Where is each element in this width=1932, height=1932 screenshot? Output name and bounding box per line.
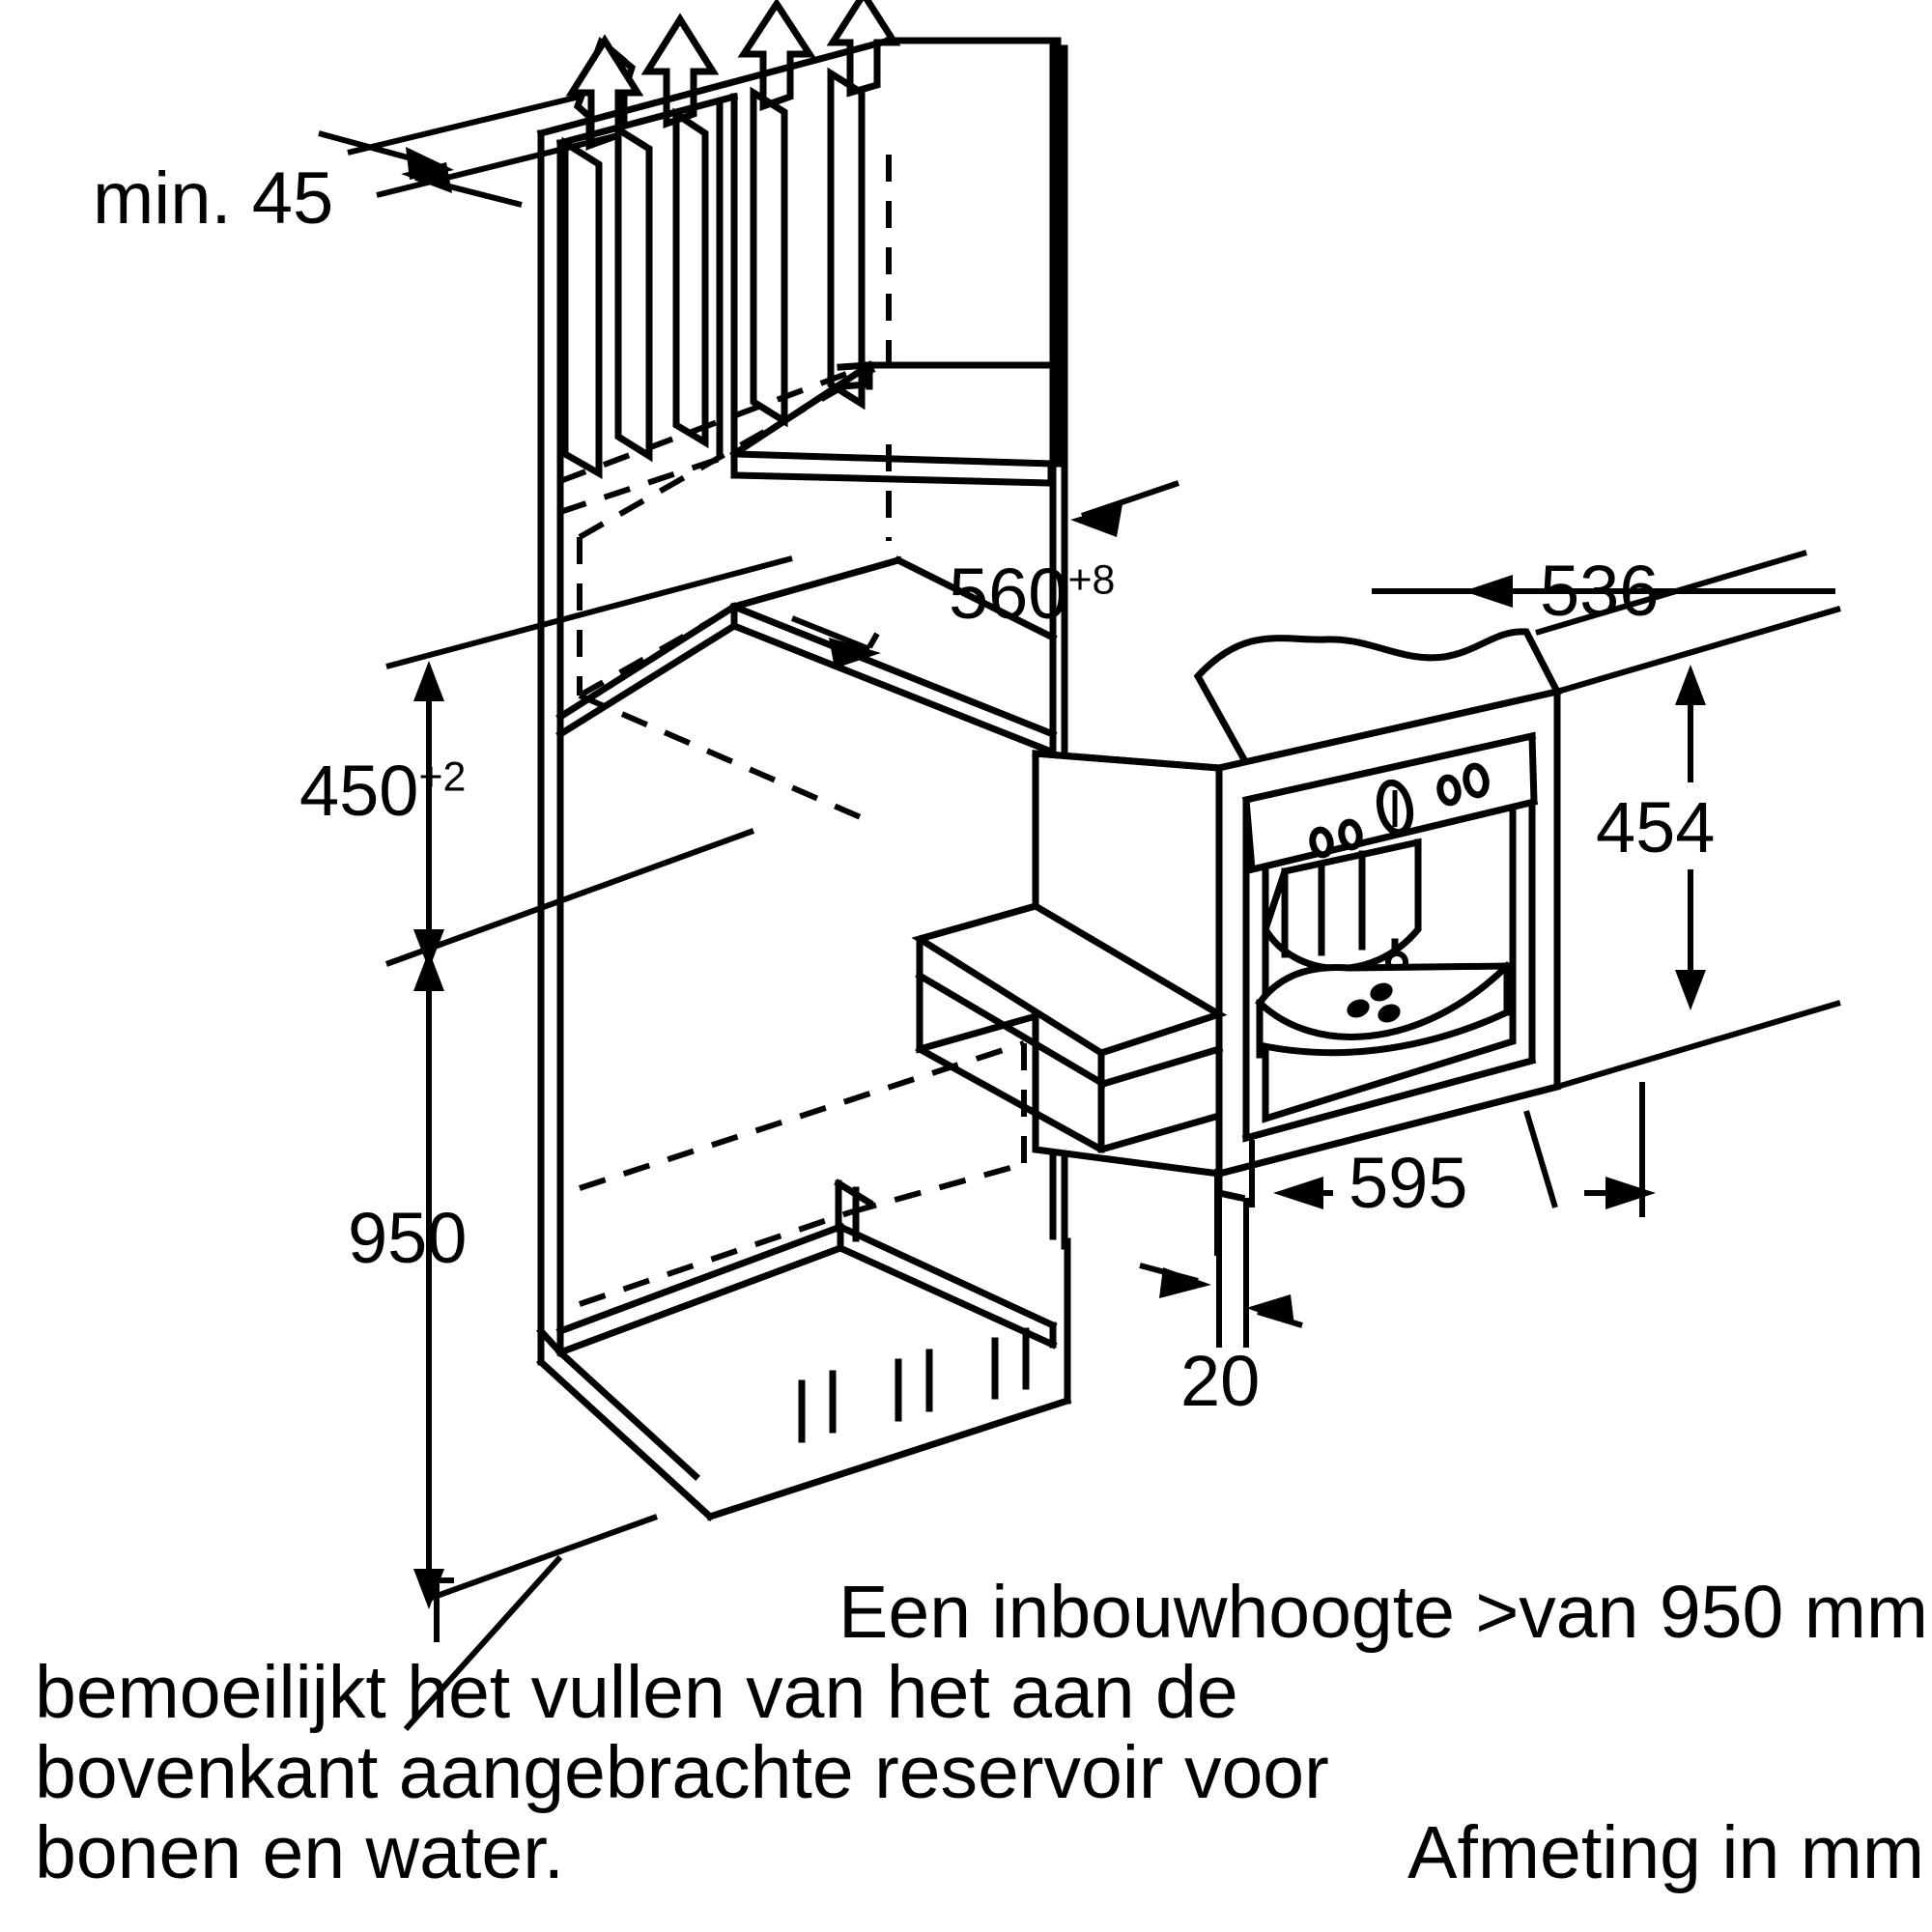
label-560-tolerance: +8 [1067, 556, 1116, 604]
caption-pointer [403, 1554, 563, 1732]
label-450-tolerance: +2 [418, 753, 467, 801]
ventilation-slots [561, 67, 866, 480]
dimension-950 [413, 951, 659, 1609]
units-note: Afmeting in mm [1407, 1811, 1924, 1895]
caption-line-4-left: bonen en water. [35, 1811, 564, 1895]
label-454: 454 [1596, 787, 1716, 867]
label-560-value: 560 [949, 554, 1068, 634]
caption-line-3: bovenkant aangebrachte reservoir voor [35, 1731, 1329, 1815]
label-595: 595 [1349, 1143, 1468, 1223]
label-950: 950 [348, 1198, 468, 1278]
label-20: 20 [1180, 1341, 1261, 1421]
caption-line-4: bonen en water. Afmeting in mm [35, 1813, 1928, 1893]
label-450-value: 450 [299, 751, 419, 831]
dimension-454 [1556, 606, 1841, 1090]
dimension-595 [1214, 1082, 1656, 1256]
coffee-machine-appliance [911, 628, 1563, 1203]
lower-compartment [536, 730, 1072, 1521]
caption-line-2: bemoeilijkt het vullen van het aan de [35, 1651, 1238, 1735]
label-536: 536 [1540, 551, 1660, 631]
caption-block: Een inbouwhoogte >van 950 mm bemoeilijkt… [35, 1571, 1928, 1894]
label-min-45: min. 45 [93, 157, 334, 240]
label-560: 560+8 [949, 558, 1115, 630]
dimension-min45 [318, 94, 619, 208]
dimension-20 [1139, 1193, 1303, 1348]
dimension-560 [790, 480, 1179, 668]
label-450: 450+2 [299, 755, 466, 827]
middle-shelf [555, 555, 1058, 756]
dimension-450 [384, 555, 793, 970]
hidden-edges [558, 155, 1027, 1307]
caption-line-1: Een inbouwhoogte >van 950 mm [838, 1571, 1928, 1654]
